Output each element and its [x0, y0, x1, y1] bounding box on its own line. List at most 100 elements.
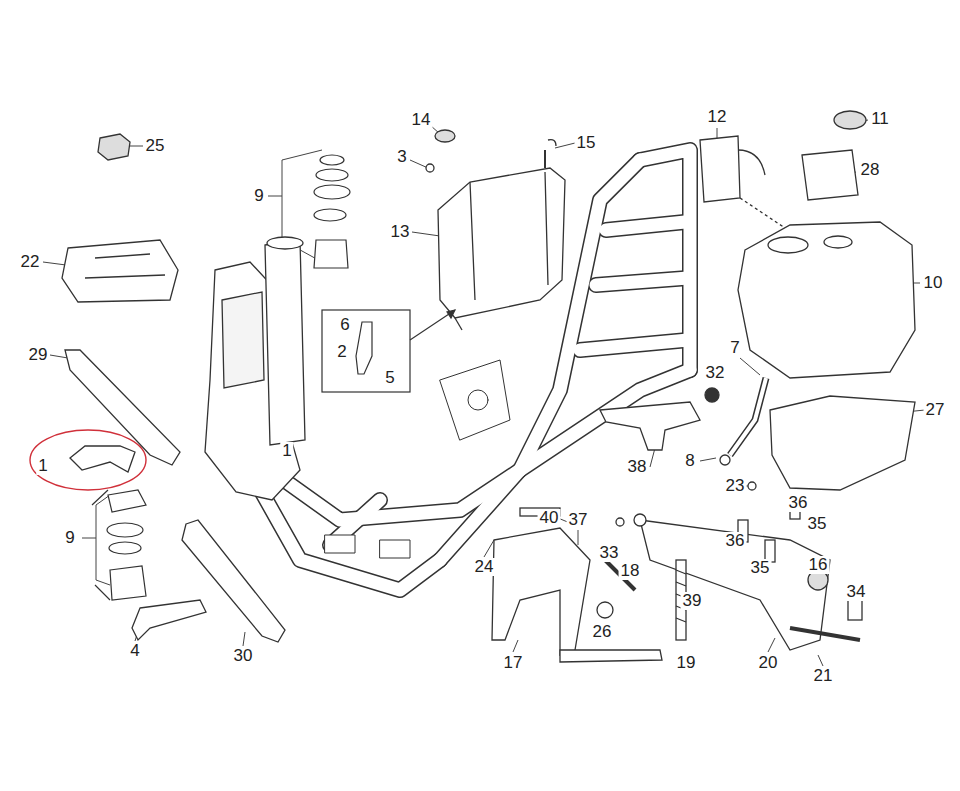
inset-box	[410, 310, 455, 340]
engine-mount	[616, 518, 624, 526]
callout-number: 3	[395, 148, 408, 166]
callout-number: 34	[845, 583, 868, 601]
leader-line	[484, 540, 494, 557]
inset-box	[322, 310, 410, 392]
inset-box	[447, 310, 455, 318]
panel-strip	[62, 240, 178, 302]
frame-tube	[380, 540, 410, 558]
fuel-tank	[802, 150, 858, 200]
frame-tube	[580, 340, 688, 350]
frame-tube	[440, 360, 510, 440]
frame-tube	[606, 222, 685, 230]
fuel-tank	[824, 236, 852, 248]
fuel-tank	[748, 482, 756, 490]
callout-number: 22	[19, 253, 42, 271]
bracket	[600, 402, 700, 450]
frame-tube	[255, 150, 690, 590]
leader-line	[700, 458, 716, 461]
fuel-tank	[700, 111, 915, 490]
leader-line	[243, 632, 245, 646]
highlight-ring	[30, 430, 146, 490]
leader-line	[740, 358, 760, 375]
fuel-tank	[738, 150, 765, 175]
headstock	[205, 237, 305, 500]
leader-line	[768, 638, 775, 652]
callout-number: 5	[383, 369, 396, 387]
callout-number: 28	[859, 161, 882, 179]
callout-number: 27	[924, 401, 947, 419]
callout-number: 24	[473, 558, 496, 576]
callout-number: 19	[675, 654, 698, 672]
bearing-set	[92, 155, 350, 600]
callout-number: 9	[63, 529, 76, 547]
callout-number: 15	[575, 134, 598, 152]
panel-strip	[65, 350, 180, 465]
bracket	[600, 402, 700, 450]
callout-number: 33	[598, 544, 621, 562]
stand	[492, 508, 662, 662]
leader-line	[578, 530, 579, 545]
panel-strip	[182, 520, 285, 642]
fuel-tank	[705, 388, 719, 402]
stand	[560, 650, 662, 662]
callout-number: 8	[683, 452, 696, 470]
engine-mount	[848, 600, 862, 620]
frame-tube	[255, 480, 440, 590]
frame-tube	[580, 340, 688, 350]
callout-number: 37	[567, 511, 590, 529]
callout-number: 35	[749, 559, 772, 577]
callout-number: 40	[538, 509, 561, 527]
headstock	[267, 237, 303, 249]
leader-line	[50, 355, 68, 358]
fuel-tank	[730, 378, 766, 455]
callout-number: 32	[704, 364, 727, 382]
fuel-tank	[768, 237, 808, 253]
leader-line	[412, 232, 440, 236]
leader-line	[43, 120, 925, 666]
leader-line	[818, 655, 823, 666]
headstock	[265, 240, 305, 445]
callout-number: 23	[724, 477, 747, 495]
callout-number: 2	[335, 343, 348, 361]
callout-number: 9	[252, 187, 265, 205]
frame-tube	[255, 150, 690, 590]
bearing-set	[320, 155, 344, 165]
fuel-tank	[770, 396, 915, 490]
bearing-set	[316, 169, 348, 181]
oil-tank	[435, 130, 455, 142]
callout-number: 39	[681, 592, 704, 610]
frame-tube	[325, 535, 355, 553]
frame-tube	[596, 278, 688, 285]
callout-number: 13	[389, 223, 412, 241]
frame-tube	[468, 390, 488, 410]
callout-number: 29	[27, 346, 50, 364]
leader-line	[128, 146, 143, 147]
fuel-tank	[740, 198, 785, 228]
inset-box	[356, 322, 372, 374]
fuel-tank	[720, 455, 730, 465]
bearing-set	[107, 523, 143, 537]
bearing-set	[110, 566, 146, 600]
bearing-set	[314, 240, 348, 268]
leader-line	[650, 448, 655, 467]
frame-tube	[255, 480, 440, 590]
small-part	[132, 600, 206, 640]
oil-tank	[544, 150, 546, 168]
small-part	[98, 134, 130, 160]
leader-line	[410, 160, 428, 168]
engine-mount	[790, 628, 860, 640]
callout-number: 1	[280, 442, 293, 460]
leader-line	[43, 262, 66, 265]
callout-number: 12	[706, 108, 729, 126]
oil-tank	[470, 172, 548, 300]
callout-number: 18	[619, 562, 642, 580]
engine-mount	[616, 495, 862, 650]
frame-tube	[606, 222, 685, 230]
leader-line	[513, 640, 518, 652]
headstock	[222, 292, 264, 388]
inset-box	[322, 310, 455, 392]
callout-number: 26	[591, 623, 614, 641]
callout-number: 35	[806, 515, 829, 533]
callout-number: 7	[728, 339, 741, 357]
